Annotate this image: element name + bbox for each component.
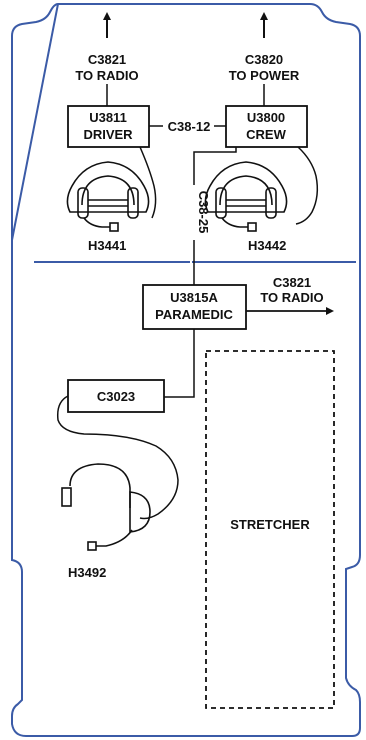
h3442-label: H3442 — [248, 238, 286, 253]
single-ear-headset-icon — [61, 463, 151, 551]
c3023-box-label: C3023 — [97, 389, 135, 404]
c38-12-label: C38-12 — [168, 119, 211, 134]
c38-25-label: C38-25 — [196, 191, 211, 234]
c3821-top-label: C3821 — [88, 52, 126, 67]
driver-box-label: DRIVER — [83, 127, 133, 142]
stretcher-area — [205, 350, 335, 709]
stretcher-label: STRETCHER — [230, 517, 310, 532]
vehicle-outline — [11, 2, 361, 737]
driver-box-id: U3811 — [89, 110, 127, 125]
crew-box — [225, 105, 308, 148]
paramedic-box-id: U3815A — [170, 290, 218, 305]
driver-headset-cord — [139, 146, 157, 219]
c3820-top-label: C3820 — [245, 52, 283, 67]
crew-box-label: CREW — [246, 127, 286, 142]
headset-icon — [204, 161, 288, 232]
paramedic-box-label: PARAMEDIC — [155, 307, 233, 322]
h3492-label: H3492 — [68, 565, 106, 580]
c3821-top-sub: TO RADIO — [75, 68, 138, 83]
c38-25-wire — [193, 147, 237, 185]
c3023-headset-cord — [56, 395, 179, 520]
h3441-label: H3441 — [88, 238, 126, 253]
crew-headset-cord — [295, 146, 319, 225]
c3821-right-sub: TO RADIO — [260, 290, 323, 305]
driver-box — [67, 105, 150, 148]
paramedic-box — [142, 284, 247, 330]
crew-box-id: U3800 — [247, 110, 285, 125]
c3820-top-sub: TO POWER — [229, 68, 300, 83]
c3023-box — [67, 379, 165, 413]
headset-icon — [66, 161, 150, 232]
paramedic-c3023-wire — [164, 329, 195, 398]
c3821-right-label: C3821 — [273, 275, 311, 290]
